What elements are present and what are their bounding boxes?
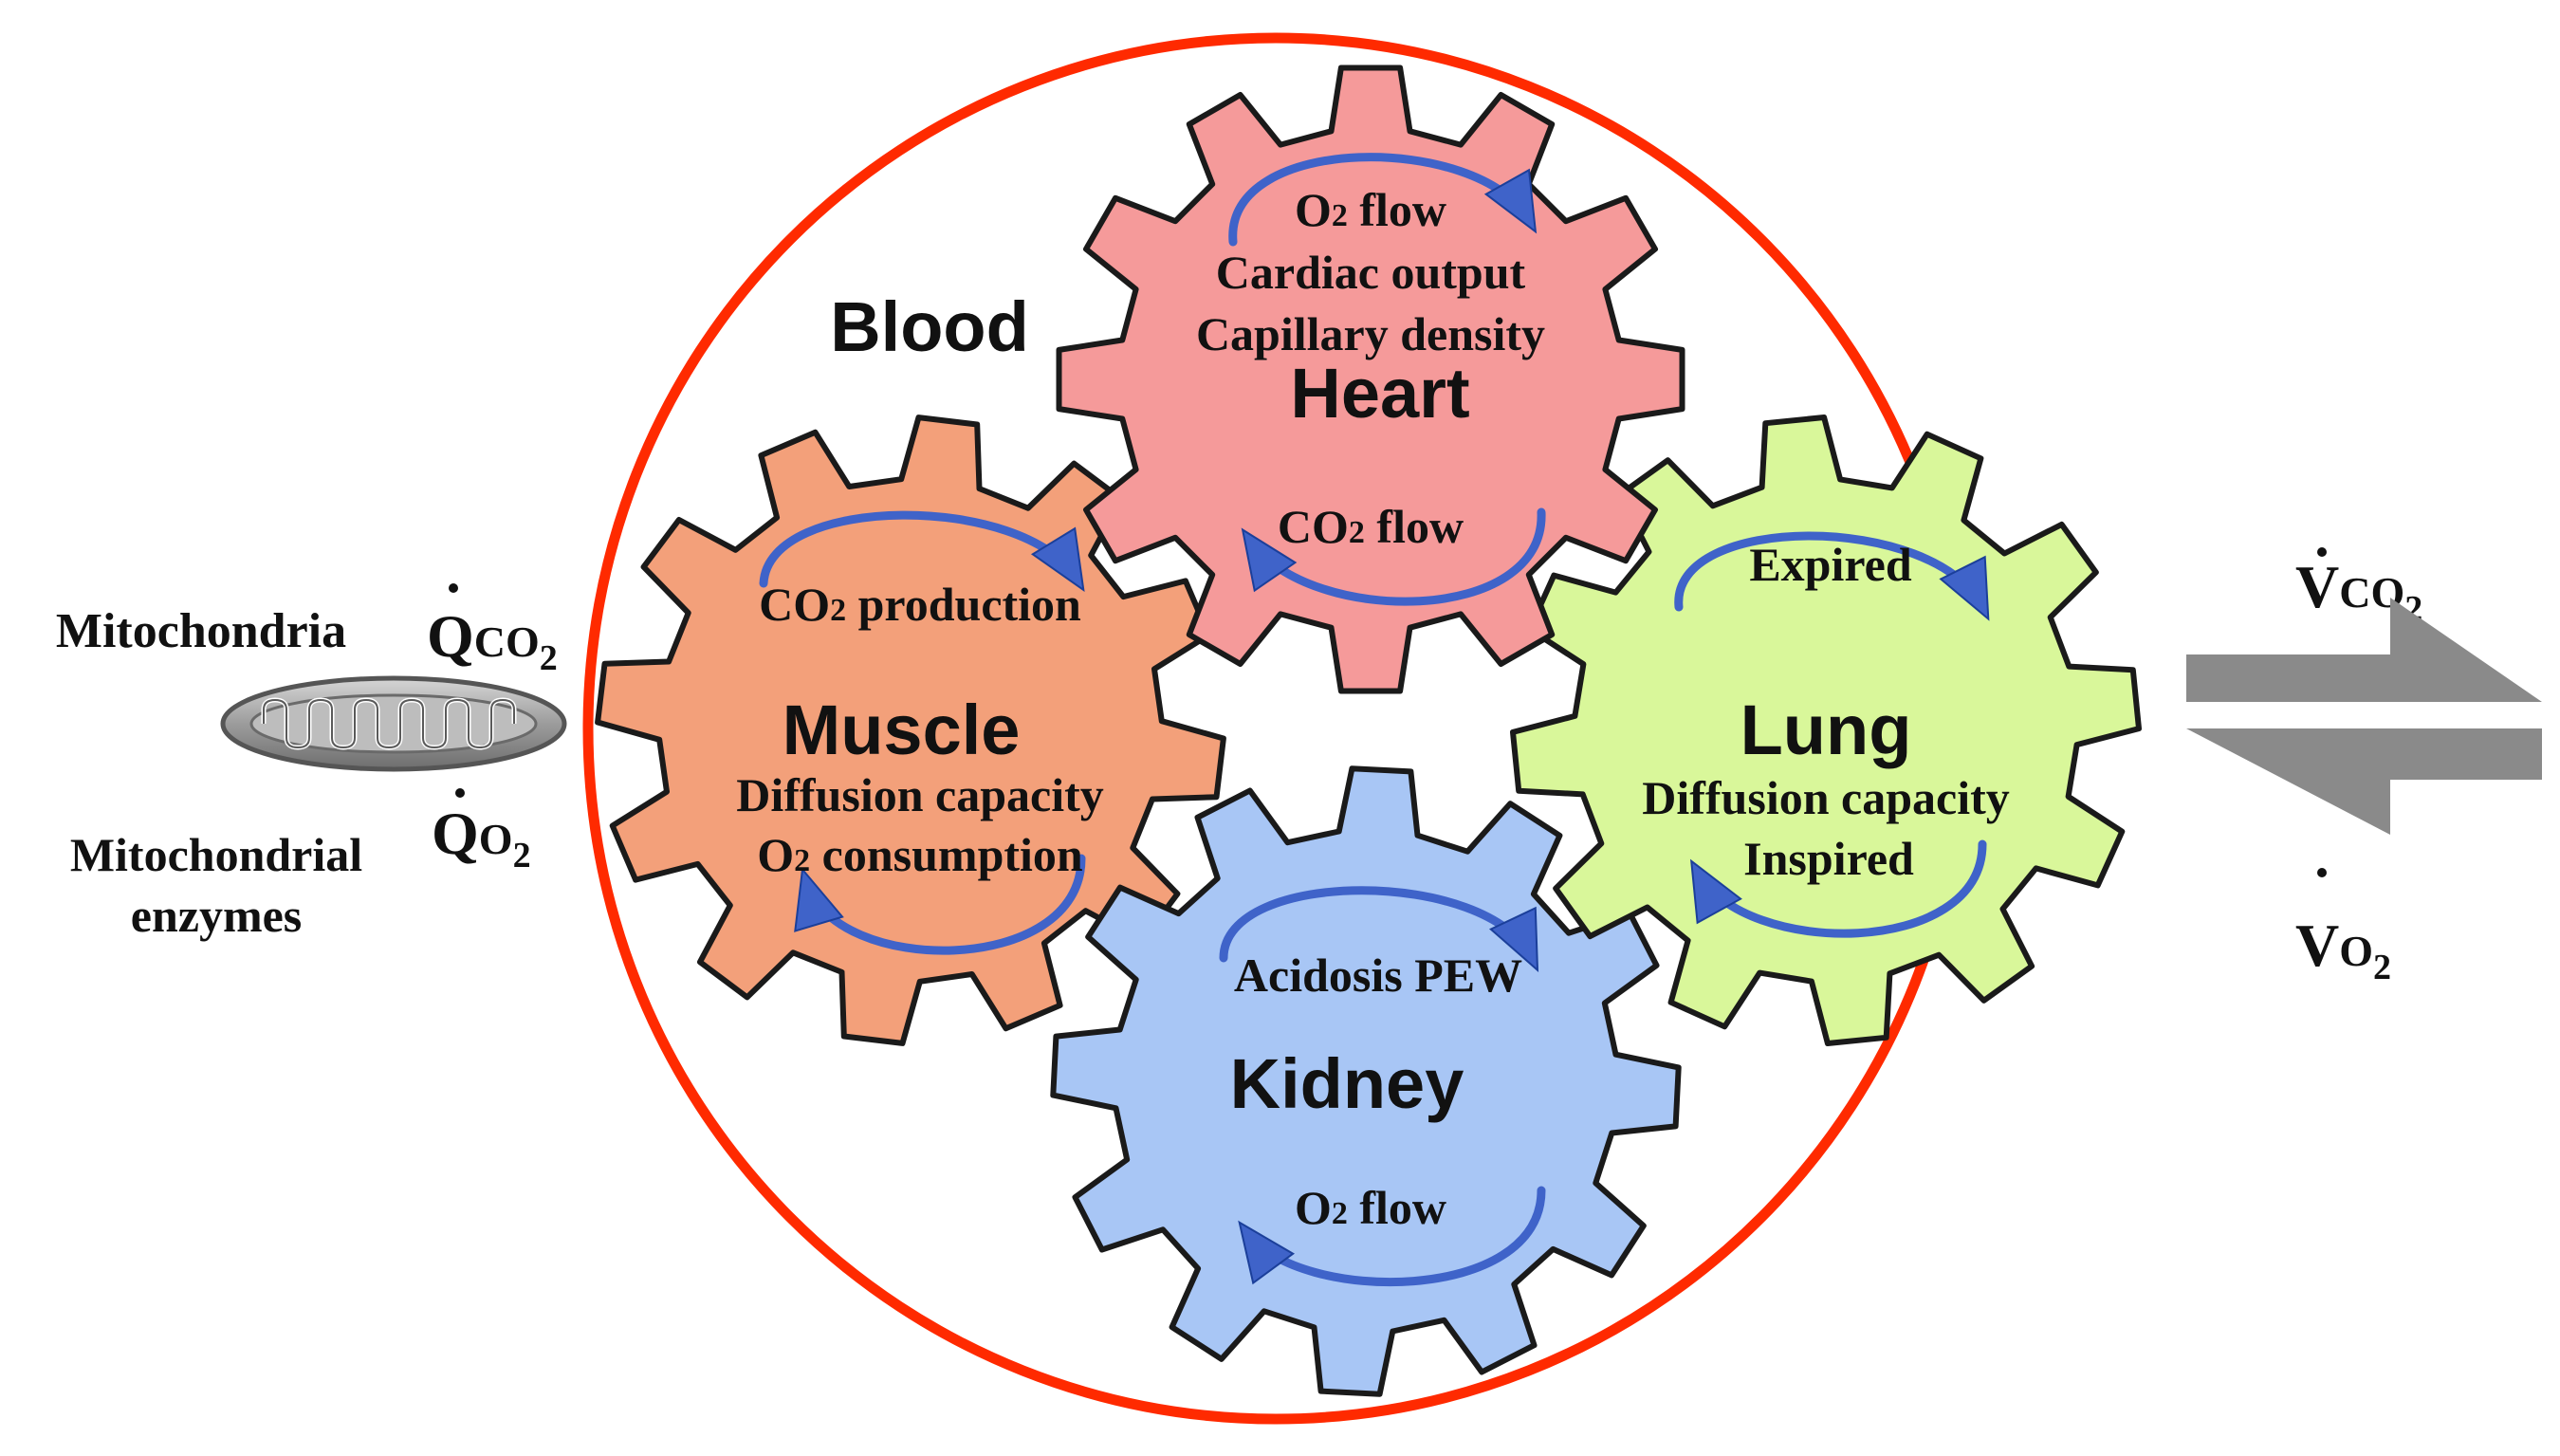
lung-inspired-label: Inspired [1743,832,1914,885]
kidney-bottom-flow-arrow [1238,1186,1546,1287]
o2-in-arrow [2186,728,2542,835]
mitochondria-icon [220,675,567,772]
q-co2-symbol: QCO2 [427,583,558,678]
kidney-top-flow-arrow [1219,886,1539,972]
flow-arrows [759,153,1990,1287]
v-o2-symbol: VO2 [2295,868,2391,987]
svg-text:QCO2: QCO2 [427,602,558,678]
kidney-acidosis-pew-label: Acidosis PEW [1234,949,1522,1002]
co2-out-arrow [2186,598,2542,702]
lung-top-flow-arrow [1674,531,1990,621]
heart-title: Heart [1290,354,1469,433]
heart-bottom-flow-arrow [1241,507,1546,606]
lung-expired-label: Expired [1749,538,1912,591]
blood-label: Blood [830,287,1029,366]
kidney-o2-flow-label: O2 flow [1295,1181,1446,1234]
muscle-o2-consumption-label: O2 consumption [757,828,1083,881]
muscle-title: Muscle [783,691,1021,769]
heart-cardiac-output-label: Cardiac output [1216,246,1526,299]
muscle-bottom-flow-arrow [794,854,1086,955]
svg-text:VO2: VO2 [2295,912,2391,987]
muscle-top-flow-arrow [759,510,1085,593]
mitochondrial-enzymes-label-line1: Mitochondrial [70,828,362,881]
svg-text:QO2: QO2 [432,800,531,875]
heart-co2-flow-label: CO2 flow [1278,500,1464,553]
muscle-co2-production-label: CO2 production [759,578,1081,631]
heart-o2-flow-label: O2 flow [1295,183,1446,236]
heart-top-flow-arrow [1228,153,1538,247]
muscle-diffusion-capacity-label: Diffusion capacity [736,768,1104,821]
lung-title: Lung [1740,691,1912,769]
q-o2-symbol: QO2 [432,788,531,875]
mitochondrial-enzymes-label-line2: enzymes [131,889,303,942]
kidney-title: Kidney [1230,1044,1464,1123]
mitochondria-label: Mitochondria [56,604,346,658]
lung-bottom-flow-arrow [1689,839,1987,938]
heart-capillary-density-label: Capillary density [1196,307,1545,360]
lung-diffusion-capacity-label: Diffusion capacity [1642,771,2010,824]
